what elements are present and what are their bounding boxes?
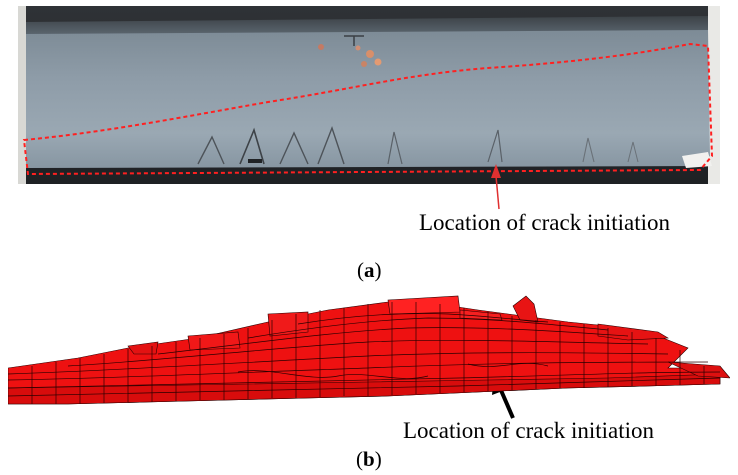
annotation-b: Location of crack initiation [403, 418, 654, 443]
arrow-a [491, 164, 501, 210]
caption-b: (b) [356, 449, 382, 470]
caption-b-close: ) [374, 447, 382, 471]
caption-a-close: ) [374, 258, 382, 282]
caption-b-letter: b [363, 447, 375, 471]
caption-a-open: ( [357, 258, 364, 282]
caption-a-letter: a [364, 258, 375, 282]
caption-a: (a) [357, 260, 382, 281]
fe-mesh [8, 295, 730, 405]
caption-b-open: ( [356, 447, 363, 471]
specimen-photo [18, 6, 720, 184]
annotation-a: Location of crack initiation [419, 210, 670, 235]
crack-region-outline [22, 42, 714, 176]
